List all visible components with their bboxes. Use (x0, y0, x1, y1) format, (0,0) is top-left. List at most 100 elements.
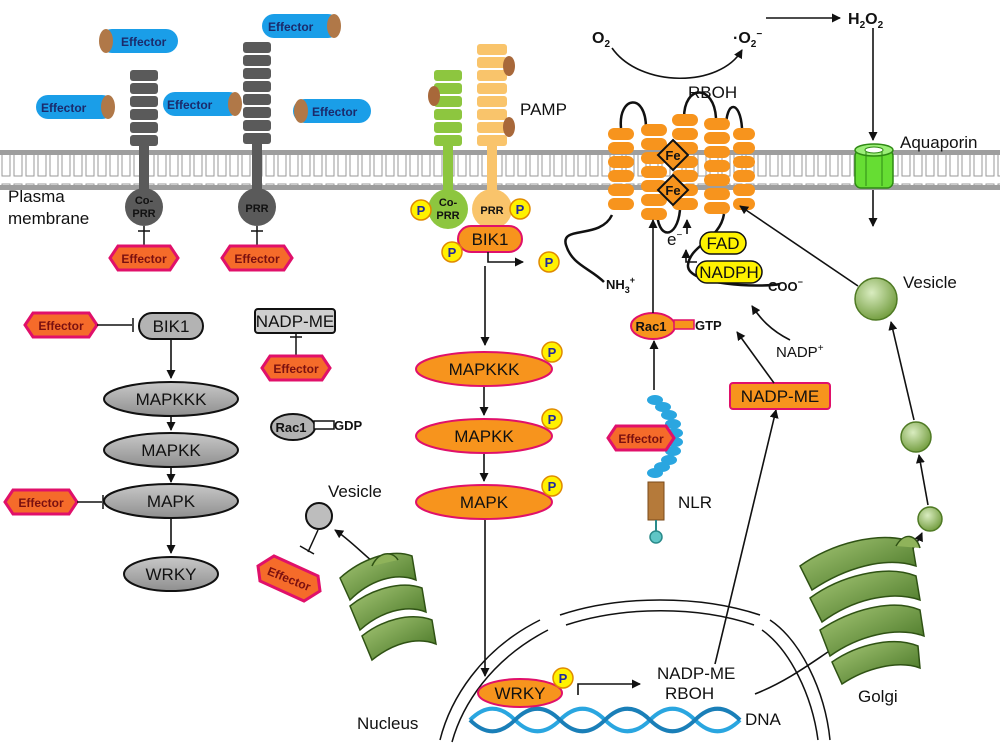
effector-label: Effector (618, 432, 664, 446)
phospho-p: P (552, 667, 574, 689)
nadp-me-active: NADP-ME (729, 382, 831, 410)
svg-text:MAPKKK: MAPKKK (449, 360, 521, 379)
phospho-p: P (410, 199, 432, 221)
mapk-inactive: MAPK (103, 483, 239, 519)
golgi-label: Golgi (858, 687, 898, 706)
o2-label: O2 (592, 30, 610, 50)
svg-text:P: P (548, 412, 557, 427)
effector-blue-3: Effector (36, 95, 115, 119)
co-prr-label-2: PRR (132, 208, 155, 220)
prr-yellow-receptor: PRR (472, 44, 512, 229)
prr-label: PRR (245, 203, 268, 215)
vesicle-large (854, 277, 898, 321)
svg-text:BIK1: BIK1 (153, 317, 190, 336)
effector-label: Effector (167, 98, 213, 112)
electron-label: e− (667, 230, 682, 249)
effector-label: Effector (121, 35, 167, 49)
svg-text:NADP-ME: NADP-ME (741, 387, 819, 406)
co-prr-gray-receptor: Co- PRR (125, 70, 163, 226)
co-prr-label-2: PRR (436, 210, 459, 222)
plasma-membrane (0, 150, 1000, 190)
effector-label: Effector (273, 362, 319, 376)
effector-blue-5: Effector (293, 99, 371, 123)
rac1-gtp: Rac1 GTP (630, 312, 722, 340)
aquaporin-label: Aquaporin (900, 133, 978, 152)
gene-label-nadp-me: NADP-ME (657, 664, 735, 683)
svg-text:FAD: FAD (706, 234, 739, 253)
co-prr-label-1: Co- (439, 197, 458, 209)
svg-text:MAPK: MAPK (147, 492, 196, 511)
bik1-active: BIK1 (457, 225, 523, 253)
bik1-inactive: BIK1 (138, 312, 204, 340)
dna-helix (468, 706, 742, 734)
effector-label: Effector (312, 105, 358, 119)
effector-blue-2: Effector (262, 14, 341, 38)
nadp-plus-label: NADP+ (776, 343, 824, 361)
effector-red-1: Effector (108, 244, 180, 272)
gene-label-rboh: RBOH (665, 684, 714, 703)
effector-red-3: Effector (23, 311, 99, 339)
phospho-p: P (541, 408, 563, 430)
fe-heme-1: Fe (656, 138, 690, 172)
effector-label: Effector (268, 20, 314, 34)
vesicle-label-right: Vesicle (903, 273, 957, 292)
svg-text:MAPK: MAPK (460, 493, 509, 512)
effector-label: Effector (18, 496, 64, 510)
golgi-right (799, 535, 925, 686)
nlr-label: NLR (678, 493, 712, 512)
svg-text:MAPKK: MAPKK (454, 427, 514, 446)
vesicle-small-green (917, 506, 943, 532)
rac1-gdp: Rac1 GDP (270, 413, 363, 441)
prr-label: PRR (480, 205, 503, 217)
nucleus-label: Nucleus (357, 714, 418, 733)
effector-red-4: Effector (3, 488, 79, 516)
vesicle-label-left: Vesicle (328, 482, 382, 501)
phospho-p: P (541, 341, 563, 363)
svg-text:P: P (417, 203, 426, 218)
svg-text:P: P (548, 479, 557, 494)
nlr-receptor (647, 395, 683, 544)
mapkk-inactive: MAPKK (103, 432, 239, 468)
effector-red-5: Effector (260, 354, 332, 382)
wrky-active: WRKY (477, 678, 563, 708)
svg-text:Rac1: Rac1 (635, 319, 666, 334)
svg-text:P: P (448, 245, 457, 260)
svg-text:BIK1: BIK1 (472, 230, 509, 249)
mapkkk-inactive: MAPKKK (103, 381, 239, 417)
svg-text:P: P (545, 255, 554, 270)
co-prr-label-1: Co- (135, 195, 154, 207)
fad-domain: FAD (699, 231, 747, 255)
svg-text:Fe: Fe (665, 183, 680, 198)
dna-label: DNA (745, 710, 782, 729)
phospho-p: P (538, 251, 560, 273)
svg-text:NADPH: NADPH (699, 263, 759, 282)
plasma-membrane-label-1: Plasma (8, 187, 65, 206)
nh3-label: NH3+ (606, 275, 635, 295)
vesicle-small (305, 502, 333, 530)
svg-text:WRKY: WRKY (495, 684, 546, 703)
co-prr-green-receptor: Co- PRR (428, 70, 468, 229)
mapkk-active: MAPKK (415, 418, 553, 454)
pamp-bump (428, 86, 440, 106)
effector-blue-4: Effector (163, 92, 242, 116)
svg-text:P: P (559, 671, 568, 686)
rboh-label: RBOH (688, 83, 737, 102)
effector-label: Effector (41, 101, 87, 115)
svg-text:GDP: GDP (334, 418, 363, 433)
superoxide-label: ·O2− (733, 29, 762, 50)
svg-text:Rac1: Rac1 (275, 420, 306, 435)
svg-text:NADP-ME: NADP-ME (256, 312, 334, 331)
coo-label: COO− (768, 277, 803, 294)
prr-gray-receptor: PRR (238, 42, 276, 226)
svg-text:Fe: Fe (665, 148, 680, 163)
nucleus-envelope (439, 599, 831, 743)
aquaporin-channel (854, 143, 894, 189)
phospho-p: P (509, 198, 531, 220)
h2o2-label: H2O2 (848, 11, 884, 31)
pamp-bump (503, 56, 515, 76)
pamp-bump (503, 117, 515, 137)
golgi-left (339, 552, 437, 662)
wrky-inactive: WRKY (123, 556, 219, 592)
mapkkk-active: MAPKKK (415, 351, 553, 387)
svg-text:P: P (548, 345, 557, 360)
